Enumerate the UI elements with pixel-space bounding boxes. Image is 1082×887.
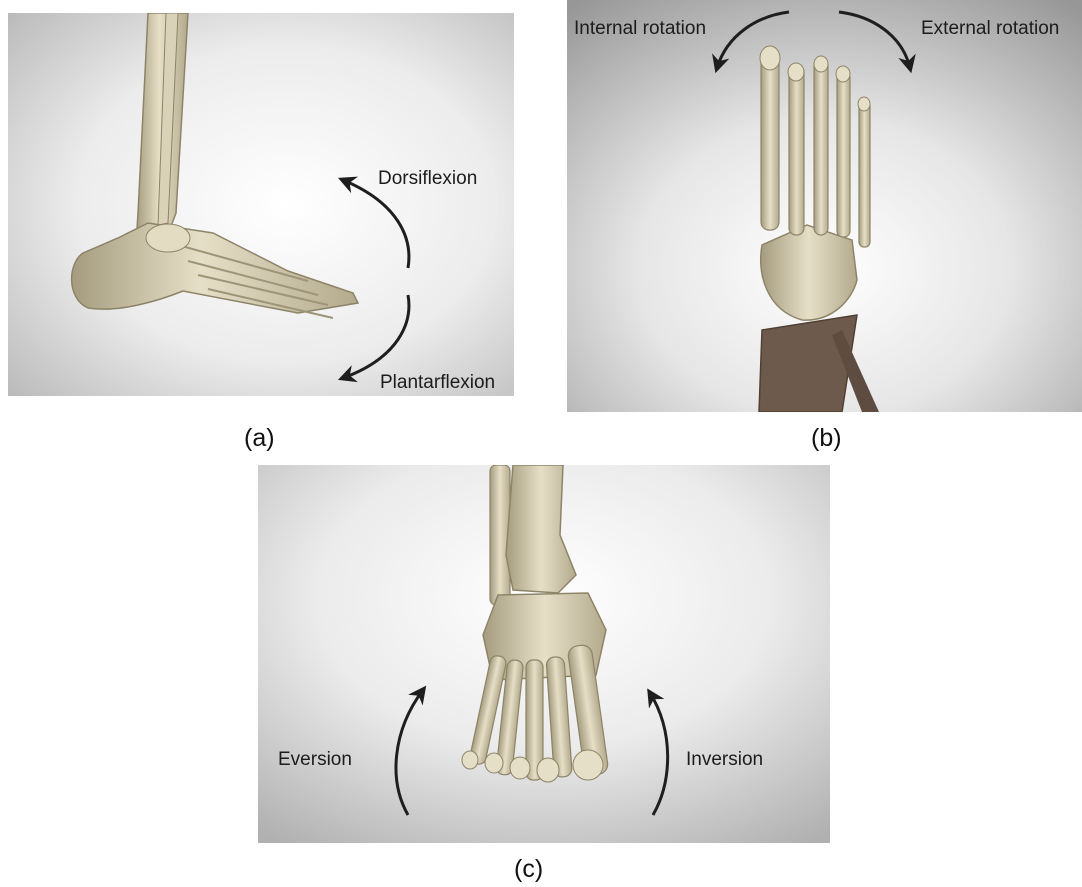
- panel-b-internal-external-rotation: Internal rotation External rotation: [567, 0, 1082, 412]
- caption-c: (c): [514, 855, 543, 884]
- label-external-rotation: External rotation: [921, 18, 1059, 39]
- label-inversion: Inversion: [686, 749, 763, 770]
- panel-a-dorsiflexion-plantarflexion: Dorsiflexion Plantarflexion: [8, 13, 514, 396]
- panel-c-illustration: Eversion Inversion: [258, 465, 830, 843]
- label-plantarflexion: Plantarflexion: [380, 372, 495, 393]
- label-eversion: Eversion: [278, 749, 352, 770]
- panel-c-eversion-inversion: Eversion Inversion: [258, 465, 830, 843]
- panel-a-illustration: Dorsiflexion Plantarflexion: [8, 13, 514, 396]
- label-internal-rotation: Internal rotation: [574, 18, 706, 39]
- label-dorsiflexion: Dorsiflexion: [378, 168, 477, 189]
- panel-b-illustration: Internal rotation External rotation: [567, 0, 1082, 412]
- panel-a-background: [8, 13, 514, 396]
- caption-b: (b): [811, 424, 842, 453]
- caption-a: (a): [244, 424, 275, 453]
